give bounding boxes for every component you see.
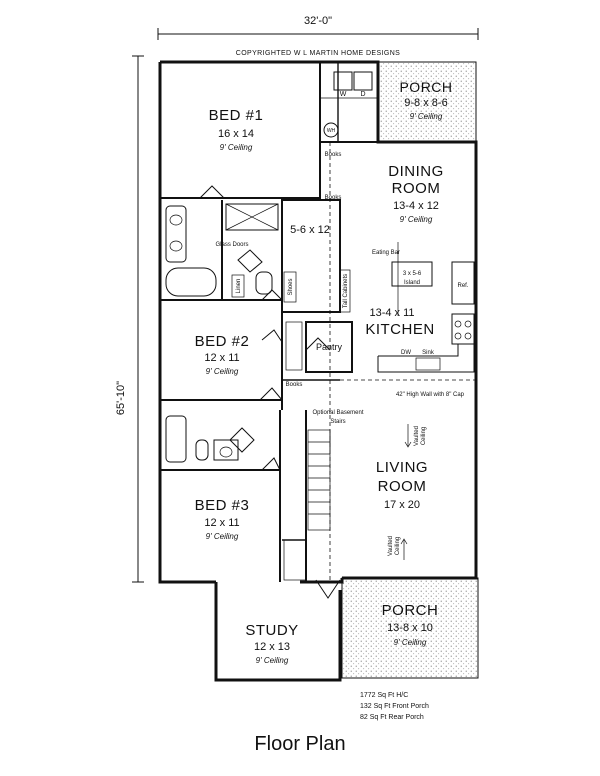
basement-label-line1: Optional Basement [312, 410, 363, 416]
dining-ceiling: 9' Ceiling [400, 215, 433, 224]
exterior-walls [158, 60, 478, 682]
appliances [323, 71, 475, 373]
basement-stairs [307, 429, 331, 531]
front-porch-ceiling: 9' Ceiling [394, 638, 427, 647]
rear-porch-size: 9-8 x 8-6 [404, 97, 447, 109]
bed2-size: 12 x 11 [204, 352, 239, 364]
tall-cabinets-label: Tall Cabinets [343, 274, 349, 308]
bed2-ceiling: 9' Ceiling [206, 367, 239, 376]
books-label-1: Books [325, 152, 342, 158]
vaulted-arrows [400, 424, 412, 560]
copyright-text: COPYRIGHTED W L MARTIN HOME DESIGNS [236, 50, 401, 57]
eating-bar-label: Eating Bar [372, 250, 400, 256]
books-label-3: Books [286, 382, 303, 388]
books-label-2: Books [325, 195, 342, 201]
bath-fixtures [165, 203, 351, 463]
bed3-ceiling: 9' Ceiling [206, 532, 239, 541]
front-porch-area [341, 577, 479, 679]
height-dimension: 65'-10" [115, 381, 127, 415]
vaulted-label-2a: Vaulted [388, 536, 394, 556]
vaulted-label-1b: Ceiling [421, 427, 427, 445]
study-name: STUDY [245, 622, 298, 639]
dishwasher-label: DW [401, 350, 411, 356]
wall-note-label: 42" High Wall with 8" Cap [396, 392, 465, 398]
pantry-label: Pantry [316, 342, 343, 352]
water-heater-label: WH [327, 128, 336, 134]
rear-porch-name: PORCH [399, 79, 452, 95]
dining-size: 13-4 x 12 [393, 200, 439, 212]
study-size: 12 x 13 [254, 641, 290, 653]
top-dimension-line [157, 28, 479, 40]
basement-label-line2: Stairs [330, 419, 345, 425]
front-porch-size: 13-8 x 10 [387, 622, 433, 634]
front-porch-name: PORCH [382, 602, 439, 619]
island-size-label: 3 x 5-6 [403, 271, 422, 277]
interior-walls [159, 62, 378, 582]
door-swings [199, 185, 341, 599]
kitchen-name: KITCHEN [365, 321, 434, 338]
vaulted-label-2b: Ceiling [395, 537, 401, 555]
left-dimension-line [132, 55, 144, 583]
bed3-size: 12 x 11 [204, 517, 239, 529]
glass-doors-label: Glass Doors [215, 242, 248, 248]
area-front-porch: 132 Sq Ft Front Porch [360, 703, 429, 710]
width-dimension: 32'-0" [304, 15, 332, 27]
vaulted-label-1a: Vaulted [414, 426, 420, 446]
island-label: Island [404, 280, 420, 286]
study-ceiling: 9' Ceiling [256, 656, 289, 665]
bed1-size: 16 x 14 [218, 128, 254, 140]
washer-label: W [340, 91, 347, 98]
bed1-name: BED #1 [209, 107, 264, 124]
bed2-name: BED #2 [195, 333, 250, 350]
rear-porch-ceiling: 9' Ceiling [410, 112, 443, 121]
kitchen-size: 13-4 x 11 [369, 307, 414, 319]
bed1-ceiling: 9' Ceiling [220, 143, 253, 152]
area-hc: 1772 Sq Ft H/C [360, 692, 408, 699]
closet-size: 5-6 x 12 [290, 224, 330, 236]
linen-label: Linen [236, 279, 242, 294]
dryer-label: D [360, 91, 365, 98]
sink-label: Sink [422, 350, 435, 356]
living-name-line1: LIVING [376, 459, 428, 476]
dining-name-line2: ROOM [392, 180, 441, 197]
living-name-line2: ROOM [378, 478, 427, 495]
refrigerator-label: Ref. [457, 283, 468, 289]
living-size: 17 x 20 [384, 499, 420, 511]
shoes-label: Shoes [288, 278, 294, 295]
area-rear-porch: 82 Sq Ft Rear Porch [360, 714, 424, 721]
dining-name-line1: DINING [388, 163, 444, 180]
plan-title: Floor Plan [254, 733, 345, 755]
bed3-name: BED #3 [195, 497, 250, 514]
